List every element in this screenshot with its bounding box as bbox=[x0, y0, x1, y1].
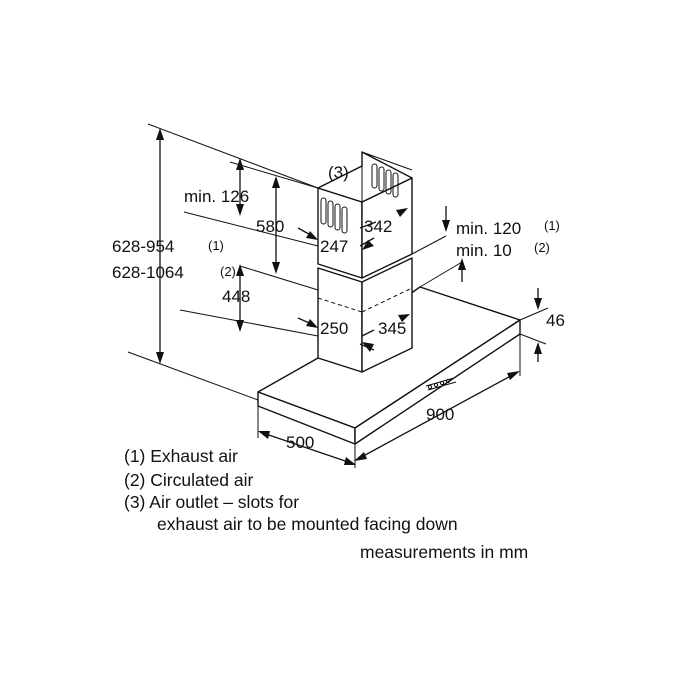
units-note: measurements in mm bbox=[360, 542, 528, 562]
label-345: 345 bbox=[378, 319, 406, 338]
label-min-10: min. 10 bbox=[456, 241, 512, 260]
air-outlet-marker: (3) bbox=[328, 163, 349, 182]
label-580: 580 bbox=[256, 217, 284, 236]
label-342: 342 bbox=[364, 217, 392, 236]
extension-lines bbox=[127, 123, 549, 468]
label-total-height-circ: 628-1064 bbox=[112, 263, 184, 282]
label-total-height-exhaust: 628-954 bbox=[112, 237, 174, 256]
label-247: 247 bbox=[320, 237, 348, 256]
label-min-126: min. 126 bbox=[184, 187, 249, 206]
label-900: 900 bbox=[426, 405, 454, 424]
legend: (1) Exhaust air (2) Circulated air (3) A… bbox=[124, 446, 528, 562]
legend-circulated-air: (2) Circulated air bbox=[124, 470, 254, 490]
upper-chimney bbox=[317, 151, 413, 279]
label-250: 250 bbox=[320, 319, 348, 338]
note-total-height-exhaust: (1) bbox=[208, 238, 224, 253]
air-outlet-slots bbox=[320, 163, 399, 234]
dimension-labels: (3) min. 126 580 342 247 628-954 (1) 628… bbox=[112, 163, 565, 452]
label-min-120: min. 120 bbox=[456, 219, 521, 238]
note-min-120: (1) bbox=[544, 218, 560, 233]
control-panel bbox=[425, 377, 457, 391]
legend-air-outlet: (3) Air outlet – slots for bbox=[124, 492, 299, 512]
dimension-lines bbox=[156, 128, 542, 465]
label-46: 46 bbox=[546, 311, 565, 330]
note-min-10: (2) bbox=[534, 240, 550, 255]
legend-exhaust-air: (1) Exhaust air bbox=[124, 446, 238, 466]
label-500: 500 bbox=[286, 433, 314, 452]
label-448: 448 bbox=[222, 287, 250, 306]
lower-chimney bbox=[317, 257, 413, 373]
note-total-height-circ: (2) bbox=[220, 264, 236, 279]
legend-air-outlet-cont: exhaust air to be mounted facing down bbox=[157, 514, 458, 534]
